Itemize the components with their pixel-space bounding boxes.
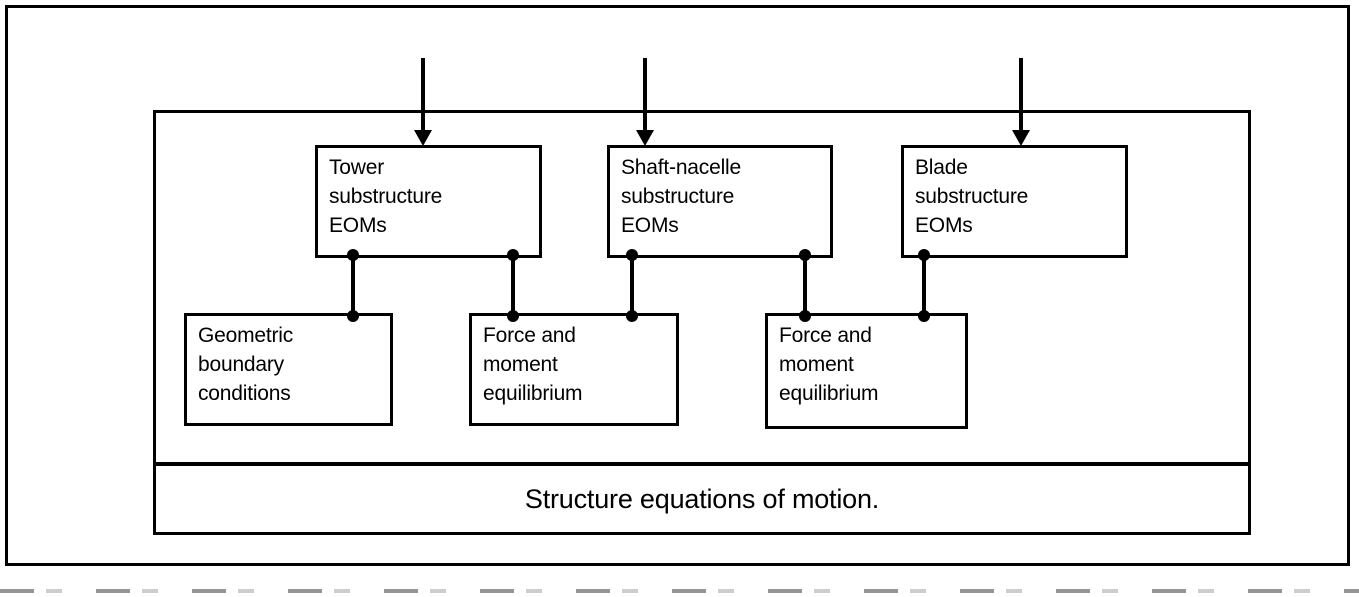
- junction-dot-geometric-bc: [347, 310, 359, 322]
- node-tower-line-2: substructure: [329, 184, 443, 208]
- node-blade-line-1: Blade: [915, 156, 968, 179]
- shaft-nacelle-input-arrow-shaft: [643, 58, 647, 131]
- junction-dot-force-left-b: [626, 310, 638, 322]
- node-force-left-line-2: moment: [483, 352, 558, 376]
- node-force-moment-equilibrium-right[interactable]: Force and moment equilibrium: [765, 313, 968, 429]
- scan-artifact-line: [0, 589, 1359, 593]
- junction-dot-blade-left: [918, 249, 930, 261]
- junction-dot-tower-left: [347, 249, 359, 261]
- blade-input-arrow-shaft: [1019, 58, 1023, 131]
- node-shaft-nacelle-substructure-eoms[interactable]: Shaft-nacelle substructure EOMs: [607, 145, 833, 258]
- node-force-left-line-1: Force and: [483, 324, 576, 347]
- node-shaft-nacelle-line-1: Shaft-nacelle: [621, 156, 741, 179]
- node-shaft-nacelle-line-2: substructure: [621, 184, 735, 208]
- link-shaft-nacelle-to-force-moment-right: [803, 255, 807, 317]
- figure-caption: Structure equations of motion.: [524, 483, 880, 514]
- junction-dot-shaft-right: [799, 249, 811, 261]
- node-blade-substructure-eoms[interactable]: Blade substructure EOMs: [901, 145, 1128, 258]
- junction-dot-tower-right: [507, 249, 519, 261]
- node-tower-line-1: Tower: [329, 156, 385, 179]
- node-tower-line-3: EOMs: [329, 213, 387, 237]
- blade-input-arrowhead: [1012, 130, 1030, 146]
- shaft-nacelle-input-arrowhead: [636, 130, 654, 146]
- node-geometric-bc-line-2: boundary: [198, 352, 284, 376]
- caption-bar: Structure equations of motion.: [153, 462, 1251, 535]
- tower-input-arrowhead: [414, 130, 432, 146]
- node-blade-line-2: substructure: [915, 184, 1029, 208]
- junction-dot-force-left-a: [507, 310, 519, 322]
- node-force-right-line-3: equilibrium: [779, 381, 879, 405]
- junction-dot-shaft-left: [626, 249, 638, 261]
- link-shaft-nacelle-to-force-moment-left: [630, 255, 634, 317]
- node-geometric-bc-line-1: Geometric: [198, 324, 294, 347]
- node-force-right-line-1: Force and: [779, 324, 872, 347]
- node-force-left-line-3: equilibrium: [483, 381, 583, 405]
- link-tower-to-force-moment-left: [511, 255, 515, 317]
- link-blade-to-force-moment-right: [922, 255, 926, 317]
- link-tower-to-geometric-bc: [351, 255, 355, 317]
- node-shaft-nacelle-line-3: EOMs: [621, 213, 679, 237]
- node-tower-substructure-eoms[interactable]: Tower substructure EOMs: [315, 145, 542, 258]
- junction-dot-force-right-a: [799, 310, 811, 322]
- node-force-right-line-2: moment: [779, 352, 854, 376]
- node-blade-line-3: EOMs: [915, 213, 973, 237]
- tower-input-arrow-shaft: [421, 58, 425, 131]
- node-geometric-bc-line-3: conditions: [198, 381, 291, 405]
- junction-dot-force-right-b: [918, 310, 930, 322]
- page-border: [5, 5, 1350, 566]
- node-force-moment-equilibrium-left[interactable]: Force and moment equilibrium: [469, 313, 679, 426]
- node-geometric-boundary-conditions[interactable]: Geometric boundary conditions: [184, 313, 393, 426]
